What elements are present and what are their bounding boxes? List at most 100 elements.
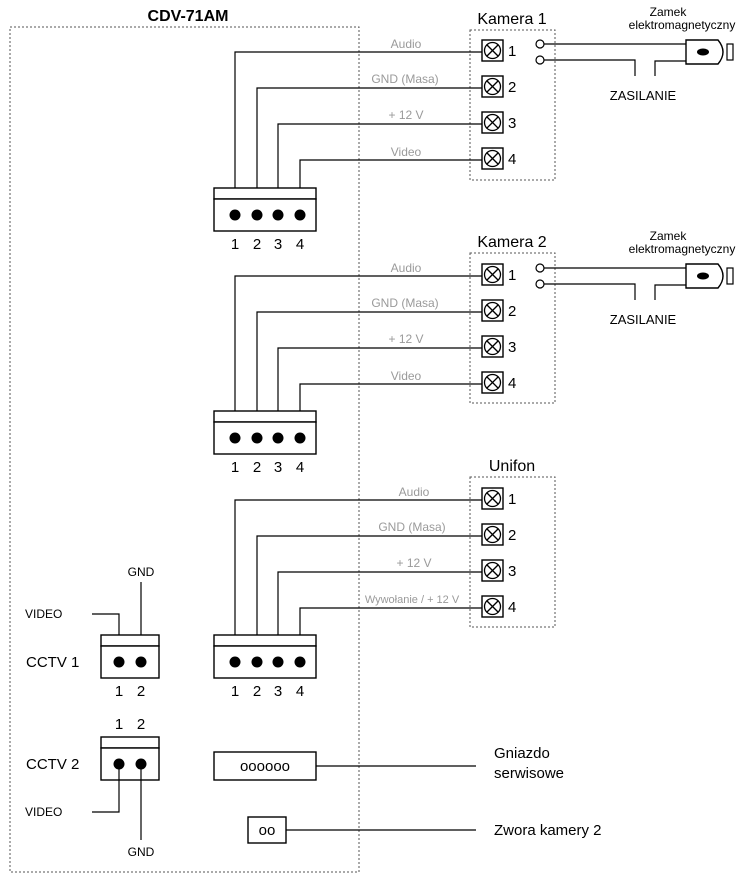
kamera-2-lock-wire-3 <box>654 284 686 300</box>
unifon-terminal-4 <box>481 595 504 618</box>
unifon-wire-label-audio: Audio <box>399 485 430 499</box>
service-socket-label-1: Gniazdo <box>494 745 550 762</box>
kamera-2-wire-12v <box>277 347 482 436</box>
cctv-2-section: 1 2 CCTV 2 VIDEO GND <box>25 716 160 859</box>
kamera-1-wire-gnd <box>256 87 482 212</box>
kamera-2-terminal-1 <box>481 263 504 286</box>
kamera-2-wire-label-video: Video <box>391 369 422 383</box>
cctv-1-pin-1: 1 <box>115 683 123 700</box>
kamera-1-terminal-2-num: 2 <box>508 79 516 96</box>
kamera-1-terminal-1-num: 1 <box>508 43 516 60</box>
kamera-2-lock-icon <box>685 263 734 289</box>
cctv-2-video-label: VIDEO <box>25 805 62 819</box>
kamera-1-lock-wire-3 <box>654 60 686 76</box>
kamera-2-terminal-4-num: 4 <box>508 375 516 392</box>
cctv-1-gnd-label: GND <box>128 565 155 579</box>
kamera-1-terminal-3-num: 3 <box>508 115 516 132</box>
kamera-1-terminal-4 <box>481 147 504 170</box>
cctv-1-label: CCTV 1 <box>26 654 79 671</box>
kamera-2-pin-2: 2 <box>253 459 261 476</box>
jumper-glyph: oo <box>259 822 276 839</box>
unifon-pin-4: 4 <box>296 683 304 700</box>
unifon-terminal-4-num: 4 <box>508 599 516 616</box>
kamera-2-wire-label-12v: + 12 V <box>388 332 423 346</box>
cctv-1-video-label: VIDEO <box>25 607 62 621</box>
kamera-2-outline <box>469 252 556 404</box>
kamera-2-lock-label-1: Zamek <box>650 229 688 243</box>
cctv-1-section: GND VIDEO CCTV 1 1 2 <box>25 565 160 700</box>
unifon-wire-gnd <box>256 535 482 660</box>
unifon-wire-label-12v: + 12 V <box>396 556 431 570</box>
service-socket-label-2: serwisowe <box>494 765 564 782</box>
kamera-2-pin-3: 3 <box>274 459 282 476</box>
unifon-outline <box>469 476 556 628</box>
unifon-section: Unifon 1 2 3 4 <box>213 458 556 700</box>
cctv-2-video-wire <box>92 766 120 813</box>
cctv-1-connector <box>100 634 160 679</box>
kamera-1-terminal-4-num: 4 <box>508 151 516 168</box>
cctv-1-pin-2: 2 <box>137 683 145 700</box>
unifon-label: Unifon <box>489 458 535 475</box>
kamera-1-power-label: ZASILANIE <box>610 88 677 103</box>
jumper-label: Zwora kamery 2 <box>494 822 602 839</box>
unifon-wire-label-gnd: GND (Masa) <box>378 520 445 534</box>
kamera-1-wire-12v <box>277 123 482 212</box>
kamera-2-terminal-4 <box>481 371 504 394</box>
unifon-terminal-2 <box>481 523 504 546</box>
unifon-wire-call <box>299 607 482 660</box>
kamera-2-wire-gnd <box>256 311 482 436</box>
service-socket-section: oooooo Gniazdo serwisowe <box>213 745 564 782</box>
service-socket-glyph: oooooo <box>240 758 290 775</box>
kamera-1-label: Kamera 1 <box>477 11 546 28</box>
cctv-2-gnd-label: GND <box>128 845 155 859</box>
unifon-terminal-2-num: 2 <box>508 527 516 544</box>
kamera-1-wire-label-audio: Audio <box>391 37 422 51</box>
kamera-1-lock-terminal-1 <box>535 39 545 49</box>
kamera-1-pin-2: 2 <box>253 236 261 253</box>
kamera-2-wire-video <box>299 383 482 436</box>
monitor-title: CDV-71AM <box>148 8 229 25</box>
kamera-1-lock-wire-2 <box>544 59 636 76</box>
kamera-2-lock-wire-2 <box>544 283 636 300</box>
kamera-1-terminal-2 <box>481 75 504 98</box>
kamera-1-wire-label-gnd: GND (Masa) <box>371 72 438 86</box>
jumper-box <box>247 816 287 844</box>
cctv-2-pin-1: 1 <box>115 716 123 733</box>
kamera-1-pin-4: 4 <box>296 236 304 253</box>
jumper-section: oo Zwora kamery 2 <box>247 816 602 844</box>
kamera-1-terminal-1 <box>481 39 504 62</box>
kamera-2-pin-4: 4 <box>296 459 304 476</box>
kamera-1-lock-label-2: elektromagnetyczny <box>629 18 736 32</box>
unifon-pin-2: 2 <box>253 683 261 700</box>
unifon-pin-3: 3 <box>274 683 282 700</box>
unifon-terminal-1-num: 1 <box>508 491 516 508</box>
kamera-2-terminal-1-num: 1 <box>508 267 516 284</box>
kamera-2-terminal-2-num: 2 <box>508 303 516 320</box>
kamera-1-lock-label-1: Zamek <box>650 5 688 19</box>
kamera-2-section: Kamera 2 1 2 3 4 <box>213 229 736 476</box>
kamera-2-wire-label-audio: Audio <box>391 261 422 275</box>
kamera-1-pin-1: 1 <box>231 236 239 253</box>
kamera-2-terminal-3-num: 3 <box>508 339 516 356</box>
kamera-2-power-label: ZASILANIE <box>610 312 677 327</box>
kamera-1-wire-video <box>299 159 482 212</box>
kamera-1-section: Kamera 1 1 2 3 4 <box>213 5 736 253</box>
kamera-2-lock-terminal-1 <box>535 263 545 273</box>
kamera-1-wire-label-video: Video <box>391 145 422 159</box>
kamera-2-label: Kamera 2 <box>477 234 546 251</box>
kamera-2-terminal-3 <box>481 335 504 358</box>
unifon-wire-audio <box>234 499 482 660</box>
kamera-2-lock-label-2: elektromagnetyczny <box>629 242 736 256</box>
kamera-1-pin-3: 3 <box>274 236 282 253</box>
kamera-1-terminal-3 <box>481 111 504 134</box>
kamera-1-wire-audio <box>234 51 482 212</box>
unifon-terminal-1 <box>481 487 504 510</box>
unifon-pin-1: 1 <box>231 683 239 700</box>
kamera-2-wire-audio <box>234 275 482 436</box>
cctv-2-pin-2: 2 <box>137 716 145 733</box>
monitor-outline <box>9 26 360 873</box>
unifon-terminal-3 <box>481 559 504 582</box>
kamera-1-wire-label-12v: + 12 V <box>388 108 423 122</box>
kamera-1-lock-icon <box>685 39 734 65</box>
